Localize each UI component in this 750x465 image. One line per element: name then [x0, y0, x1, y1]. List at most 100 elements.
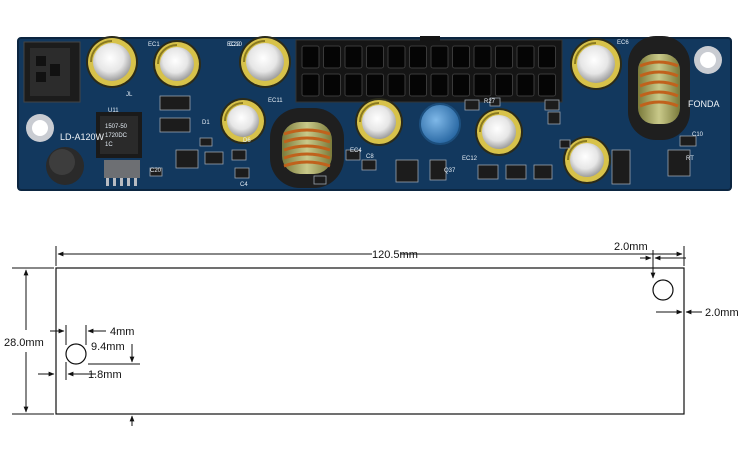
chip-marking: 1507-50 [105, 124, 128, 130]
silk-ref: RT [686, 156, 694, 162]
smd-part [159, 95, 191, 111]
smd-part [159, 117, 191, 133]
capacitor [355, 98, 403, 146]
silk-ref: U11 [108, 108, 119, 114]
atx-pin [323, 73, 341, 97]
capacitor [563, 136, 611, 184]
silk-ref: Q37 [444, 168, 456, 174]
silk-ref: EC1 [148, 42, 160, 48]
smd-part [429, 159, 447, 181]
atx-pin-grid [301, 45, 556, 97]
atx-pin [366, 73, 384, 97]
silk-ref: EC12 [462, 156, 478, 162]
silk-ref: R27 [484, 99, 496, 105]
silk-ref: D1 [202, 120, 210, 126]
chip-pin [127, 178, 130, 186]
atx-pin [366, 45, 384, 69]
silk-ref: JL [126, 92, 133, 98]
dim-height-label: 28.0mm [4, 337, 44, 349]
smd-part [149, 167, 163, 177]
silk-ref: EC4 [350, 148, 362, 154]
atx-pin [538, 45, 556, 69]
mounting-hole-left [26, 114, 54, 142]
smd-components [149, 95, 697, 185]
chip-pin [106, 178, 109, 186]
dim-total-width-label: 120.5mm [372, 249, 418, 261]
silk-ref: C22 [229, 42, 241, 48]
dim-height: 28.0mm [4, 267, 54, 415]
chip-pin [120, 178, 123, 186]
atx-pin [473, 73, 492, 97]
smd-part [547, 111, 561, 125]
atx-pin [344, 73, 363, 97]
atx-pin [430, 45, 449, 69]
silk-model-label: LD-A120W [60, 132, 105, 142]
atx-pin [301, 73, 320, 97]
toroid-inductor-left [270, 108, 344, 188]
dim-right-hole-top: 2.0mm [614, 241, 686, 279]
smd-part [313, 175, 327, 185]
smd-part [505, 164, 527, 180]
silk-ref: EC6 [617, 40, 629, 46]
atx-pin [344, 45, 363, 69]
smd-part [199, 137, 213, 147]
atx-pin [495, 45, 513, 69]
smd-part [544, 99, 560, 111]
dim-right-hole-top-label: 2.0mm [614, 241, 648, 253]
capacitor [86, 36, 138, 88]
silk-brand-label: FONDA [688, 99, 720, 109]
atx-pin [409, 45, 427, 69]
dim-left-hole-side-label: 1.8mm [88, 369, 122, 381]
dim-left-hole-vertical: 9.4mm [88, 341, 140, 426]
dim-left-hole-size-label: 4mm [110, 326, 134, 338]
dim-left-hole-side: 1.8mm [38, 362, 122, 381]
smd-part [395, 159, 419, 183]
smd-part [345, 149, 361, 161]
toroid-inductor-right [628, 36, 690, 140]
smd-part [679, 135, 697, 147]
silk-ref: C4 [240, 182, 248, 188]
electrolytic-capacitors [86, 36, 622, 184]
dim-right-hole-side-label: 2.0mm [705, 307, 739, 319]
mounting-hole-right [694, 46, 722, 74]
smd-part [667, 149, 691, 177]
smd-part [477, 164, 499, 180]
chip-pin [113, 178, 116, 186]
atx-pin [387, 73, 406, 97]
chip-pin [134, 178, 137, 186]
regulator-chip [96, 112, 142, 178]
atx-pin [301, 45, 320, 69]
dim-total-width: 120.5mm [55, 246, 685, 266]
smd-part [533, 164, 553, 180]
smd-part [489, 97, 501, 107]
dim-left-hole-vertical-label: 9.4mm [91, 341, 125, 353]
atx-pin [473, 45, 492, 69]
silk-ref: EC11 [268, 98, 283, 104]
blue-capacitor [419, 103, 461, 145]
silk-ref: C20 [150, 168, 162, 174]
chip-marking: 1C [105, 142, 113, 148]
smd-part [361, 159, 377, 171]
fan-connector [23, 41, 81, 103]
mechanical-drawing: 120.5mm 28.0mm 2.0mm 2.0mm [4, 241, 739, 426]
silk-ref: EC10 [227, 42, 243, 48]
silk-ref: C10 [692, 132, 704, 138]
board-outline [55, 267, 685, 415]
capacitor [475, 108, 523, 156]
atx-pin [430, 73, 449, 97]
smd-part [231, 149, 247, 161]
silk-ref: D6 [243, 138, 251, 144]
smd-part [175, 149, 199, 169]
smd-part [559, 139, 571, 149]
drawing-hole-left [65, 343, 87, 365]
atx-pin [452, 45, 470, 69]
atx-pin [387, 45, 406, 69]
capacitor [570, 38, 622, 90]
atx-pin [516, 45, 535, 69]
atx-pin [452, 73, 470, 97]
inductor-small [46, 147, 84, 185]
smd-part [234, 167, 250, 179]
